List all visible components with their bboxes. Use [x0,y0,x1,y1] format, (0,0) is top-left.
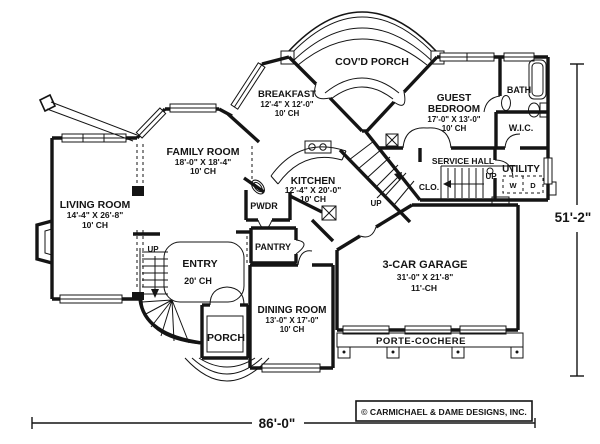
label-dining-dims: 13'-0" X 17'-0" [265,316,318,325]
label-breakfast: BREAKFAST [258,89,316,100]
label-dryer: D [530,181,536,190]
powder-sink [251,179,265,195]
label-garage-dims: 31'-0" X 21'-8" [397,272,454,282]
label-kitchen: KITCHEN [291,176,335,187]
back-stair [321,133,415,221]
room-labels: COV'D PORCH GUEST BEDROOM 17'-0" X 13'-0… [60,56,541,347]
windows [59,52,553,373]
label-family-dims: 18'-0" X 18'-4" [175,157,232,167]
label-entry: ENTRY [182,258,217,270]
label-service-hall: SERVICE HALL [432,156,494,166]
label-up-back-stair: UP [370,199,382,208]
label-kitchen-ch: 10' CH [300,194,326,204]
label-washer: W [509,181,517,190]
label-entry-ch: 20' CH [184,276,212,286]
door-swings [209,83,521,306]
chimney [38,93,138,142]
label-up-service: UP [485,172,497,181]
label-guest-ch: 10' CH [442,124,467,133]
label-dining-ch: 10' CH [280,325,305,334]
label-garage-ch: 11'-CH [411,283,437,293]
label-dining: DINING ROOM [258,305,327,316]
label-utility: UTILITY [502,164,540,175]
label-guest-dims: 17'-0" X 13'-0" [427,115,480,124]
label-wic: W.I.C. [509,123,534,133]
label-breakfast-dims: 12'-4" X 12'-0" [260,100,313,109]
label-overall-width: 86'-0" [259,416,296,431]
label-family-ch: 10' CH [190,166,216,176]
bath-fixtures [501,59,549,118]
label-overall-depth: 51'-2" [555,210,592,225]
stair-labels: UP UP UP W D [147,172,536,254]
label-up-entry: UP [147,245,159,254]
label-kitchen-dims: 12'-4" X 20'-0" [285,185,342,195]
label-living-ch: 10' CH [82,220,108,230]
label-guest-1: GUEST [437,93,471,104]
entry-stair [139,241,245,345]
label-family: FAMILY ROOM [167,146,240,158]
porte-cochere [336,332,524,359]
copyright-box [355,400,533,422]
label-guest-2: BEDROOM [428,104,480,115]
label-closet: CLO. [419,182,439,192]
label-pwdr: PWDR [250,201,278,211]
label-living: LIVING ROOM [60,199,131,211]
service-stair [443,167,494,198]
copyright-text: © CARMICHAEL & DAME DESIGNS, INC. [361,407,527,417]
dimension-labels: 51'-2" 86'-0" [259,210,592,431]
label-garage: 3-CAR GARAGE [383,259,468,271]
label-porch: PORCH [207,332,245,344]
label-bath: BATH [507,85,531,95]
porch-steps [184,315,270,382]
label-living-dims: 14'-4" X 26'-8" [67,210,124,220]
kitchen-island [270,140,347,185]
label-covd-porch: COV'D PORCH [335,56,409,68]
label-porte-cochere: PORTE-COCHERE [376,336,466,347]
label-breakfast-ch: 10' CH [275,109,300,118]
label-pantry: PANTRY [255,242,291,252]
dimension-depth [570,63,584,377]
dimension-width [31,417,536,429]
washer-dryer [502,175,544,194]
